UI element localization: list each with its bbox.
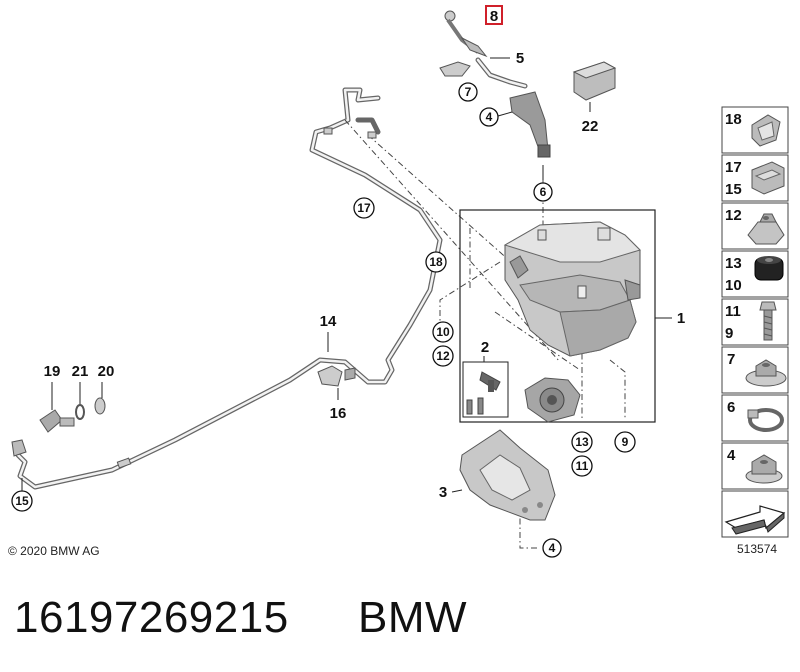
panel-label-17: 17 bbox=[725, 159, 742, 176]
callout-13: 13 bbox=[575, 435, 589, 449]
panel-label-4: 4 bbox=[727, 447, 736, 464]
callout-9: 9 bbox=[622, 435, 629, 449]
callout-16: 16 bbox=[330, 405, 347, 422]
callout-18-circle bbox=[425, 251, 447, 273]
callout-4-circle-bottom bbox=[542, 538, 562, 558]
panel-label-12: 12 bbox=[725, 207, 742, 224]
callout-8: 8 bbox=[490, 8, 498, 25]
callout-1: 1 bbox=[677, 310, 685, 327]
guide-lines bbox=[344, 119, 626, 549]
reservoir-tank bbox=[503, 221, 641, 357]
footer-part-number: 16197269215 bbox=[14, 593, 289, 642]
callout-10-circle bbox=[432, 321, 454, 343]
callout-11: 11 bbox=[576, 459, 589, 473]
callout-12: 12 bbox=[436, 349, 450, 363]
diagram-number: 513574 bbox=[737, 542, 777, 556]
callout-21: 21 bbox=[72, 363, 89, 380]
panel-label-10: 10 bbox=[725, 277, 742, 294]
fuel-lines bbox=[15, 87, 443, 490]
panel-label-18: 18 bbox=[725, 111, 742, 128]
callout-4-bottom: 4 bbox=[549, 541, 556, 555]
callouts: 8 5 7 4 22 6 17 18 1 10 12 2 14 16 19 bbox=[11, 8, 685, 558]
callout-13-circle bbox=[571, 431, 593, 453]
arrow-icon bbox=[724, 505, 786, 535]
connector-parts bbox=[11, 397, 106, 457]
holder-icon bbox=[751, 161, 785, 195]
clip-icon bbox=[751, 114, 781, 147]
flange-nut-icon bbox=[745, 359, 787, 387]
callout-18: 18 bbox=[429, 255, 443, 269]
callout-6-circle bbox=[533, 182, 553, 202]
pump-kit-frame bbox=[462, 361, 509, 418]
tank-group-frame bbox=[459, 209, 656, 423]
panel-label-11: 11 bbox=[725, 303, 741, 320]
callout-10: 10 bbox=[436, 325, 450, 339]
callout-17-circle bbox=[353, 197, 375, 219]
rubber-mount-icon bbox=[754, 256, 784, 281]
callout-17: 17 bbox=[357, 201, 371, 215]
pump-unit bbox=[524, 377, 581, 423]
nut-icon bbox=[747, 213, 785, 245]
callout-7: 7 bbox=[465, 85, 472, 99]
callout-9-circle bbox=[614, 431, 636, 453]
line-holder bbox=[317, 365, 356, 387]
tank-bracket bbox=[459, 429, 556, 521]
line-clips bbox=[323, 127, 377, 139]
callout-20: 20 bbox=[98, 363, 115, 380]
callout-7-circle bbox=[458, 82, 478, 102]
callout-6: 6 bbox=[540, 185, 547, 199]
callout-4-top: 4 bbox=[486, 110, 493, 124]
callout-14: 14 bbox=[320, 313, 337, 330]
hose-clamp-icon bbox=[747, 408, 784, 432]
callout-2: 2 bbox=[481, 339, 489, 356]
callout-3: 3 bbox=[439, 484, 447, 501]
control-module bbox=[572, 61, 617, 101]
copyright-text: © 2020 BMW AG bbox=[8, 544, 100, 558]
small-parts-panel: 18 17 15 12 13 10 11 9 bbox=[721, 106, 789, 538]
panel-label-9: 9 bbox=[725, 325, 733, 342]
pump-kit bbox=[466, 371, 501, 415]
callout-5: 5 bbox=[516, 50, 524, 67]
highlight-box bbox=[485, 5, 503, 25]
filler-assembly bbox=[439, 5, 551, 158]
callout-4-circle bbox=[479, 107, 499, 127]
panel-label-7: 7 bbox=[727, 351, 735, 368]
panel-label-15: 15 bbox=[725, 181, 742, 198]
footer-brand: BMW bbox=[358, 593, 467, 642]
panel-label-13: 13 bbox=[725, 255, 742, 272]
callout-22: 22 bbox=[582, 118, 599, 135]
callout-11-circle bbox=[571, 455, 593, 477]
callout-15: 15 bbox=[15, 494, 29, 508]
hex-nut-icon bbox=[745, 454, 783, 484]
callout-12-circle bbox=[432, 345, 454, 367]
screw-icon bbox=[759, 301, 777, 341]
panel-label-6: 6 bbox=[727, 399, 735, 416]
leader-lines bbox=[327, 57, 672, 493]
callout-19: 19 bbox=[44, 363, 61, 380]
